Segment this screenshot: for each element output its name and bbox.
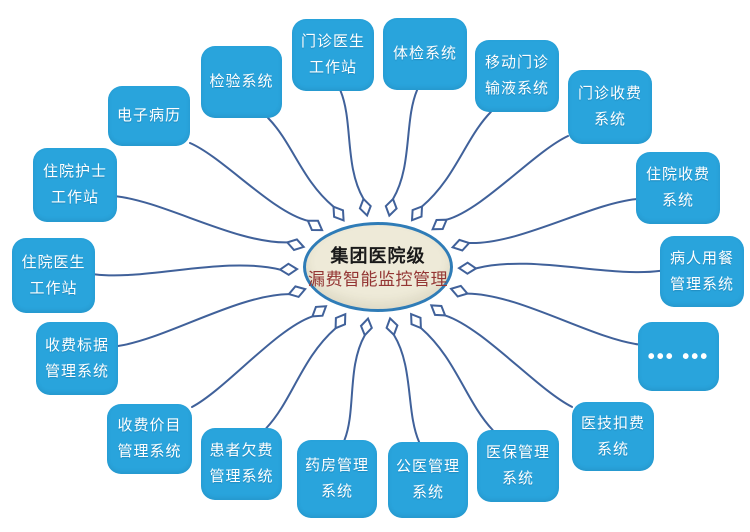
system-node-label: 体检系统 <box>392 45 457 62</box>
connector-diamond <box>287 285 307 299</box>
connector-diamond <box>384 197 398 218</box>
connector-line <box>343 334 366 441</box>
system-node-label: 公医管理 系统 <box>395 458 460 501</box>
connector-line <box>444 314 573 408</box>
connector-diamond <box>450 238 471 252</box>
system-node-electronic-medical-records: 电子病历 <box>108 86 190 146</box>
system-node-label: 药房管理 系统 <box>304 457 369 500</box>
connector-line <box>189 142 309 222</box>
system-node-patient-arrears-system: 患者欠费 管理系统 <box>201 428 282 500</box>
system-node-public-medical-system: 公医管理 系统 <box>388 442 468 518</box>
connector-diamond <box>358 197 372 218</box>
system-node-label: 门诊医生 工作站 <box>300 33 365 76</box>
connector-line <box>191 315 314 408</box>
system-node-label: 住院护士 工作站 <box>42 163 107 206</box>
system-node-label: 电子病历 <box>116 107 181 124</box>
system-node-label: 医保管理 系统 <box>485 444 550 487</box>
system-node-more-systems: ••• ••• <box>638 322 719 391</box>
connector-line <box>94 264 282 277</box>
connector-line <box>392 333 421 443</box>
connector-diamond <box>332 205 345 222</box>
system-node-label: 移动门诊 输液系统 <box>484 54 549 97</box>
system-node-label: ••• ••• <box>647 345 710 368</box>
system-node-label: 收费标据 管理系统 <box>44 336 109 380</box>
connector-diamond <box>431 218 449 231</box>
system-node-outpatient-doctor-workstation: 门诊医生 工作站 <box>292 19 374 91</box>
system-node-inpatient-nurse-workstation: 住院护士 工作站 <box>33 148 117 222</box>
connector-line <box>116 195 289 244</box>
connector-line <box>468 198 637 245</box>
connector-line <box>117 293 290 347</box>
connector-line <box>392 89 419 200</box>
connector-line <box>339 90 365 200</box>
system-node-mobile-outpatient-infusion-system: 移动门诊 输液系统 <box>475 40 559 112</box>
connector-diamond <box>429 304 447 317</box>
system-node-label: 病人用餐 管理系统 <box>669 249 734 293</box>
system-node-pharmacy-management-system: 药房管理 系统 <box>297 440 377 518</box>
connector-diamond <box>410 312 422 330</box>
system-node-label: 患者欠费 管理系统 <box>209 442 274 485</box>
system-node-inpatient-charging-system: 住院收费 系统 <box>636 152 720 224</box>
system-node-label: 住院医生 工作站 <box>21 253 86 297</box>
system-node-lab-test-system: 检验系统 <box>201 46 282 118</box>
center-hub-title: 集团医院级 <box>330 245 426 266</box>
connector-line <box>466 292 639 346</box>
system-node-label: 检验系统 <box>209 73 274 90</box>
connector-diamond <box>457 261 478 275</box>
system-node-label: 门诊收费 系统 <box>577 85 642 128</box>
connector-diamond <box>410 205 424 222</box>
system-node-inpatient-doctor-workstation: 住院医生 工作站 <box>12 238 95 313</box>
connector-diamond <box>449 284 470 298</box>
connector-diamond <box>306 219 324 232</box>
connector-line <box>265 327 337 429</box>
connector-line <box>475 262 661 274</box>
connector-line <box>445 135 569 221</box>
connector-line <box>267 117 335 208</box>
connector-line <box>421 111 492 208</box>
system-node-outpatient-charging-system: 门诊收费 系统 <box>568 70 652 144</box>
connector-diamond <box>385 316 399 337</box>
system-node-physical-exam-system: 体检系统 <box>383 18 467 90</box>
system-node-label: 收费价目 管理系统 <box>117 417 182 460</box>
system-node-patient-meal-management-system: 病人用餐 管理系统 <box>660 236 744 307</box>
center-hub-subtitle: 漏费智能监控管理 <box>308 269 448 289</box>
connector-diamond <box>310 305 328 318</box>
system-node-medtech-fee-deduction-system: 医技扣费 系统 <box>572 402 654 471</box>
connector-diamond <box>285 238 306 252</box>
system-node-charging-price-list-system: 收费价目 管理系统 <box>107 404 192 474</box>
center-hub-ellipse: 集团医院级 漏费智能监控管理 <box>303 222 453 312</box>
connector-line <box>419 327 494 431</box>
system-node-label: 医技扣费 系统 <box>580 414 645 458</box>
system-node-label: 住院收费 系统 <box>645 166 710 209</box>
connector-diamond <box>334 312 347 330</box>
connector-diamond <box>278 262 299 276</box>
connector-diamond <box>359 316 373 338</box>
system-node-medical-insurance-system: 医保管理 系统 <box>477 430 559 502</box>
system-node-charging-receipt-system: 收费标据 管理系统 <box>36 322 118 395</box>
